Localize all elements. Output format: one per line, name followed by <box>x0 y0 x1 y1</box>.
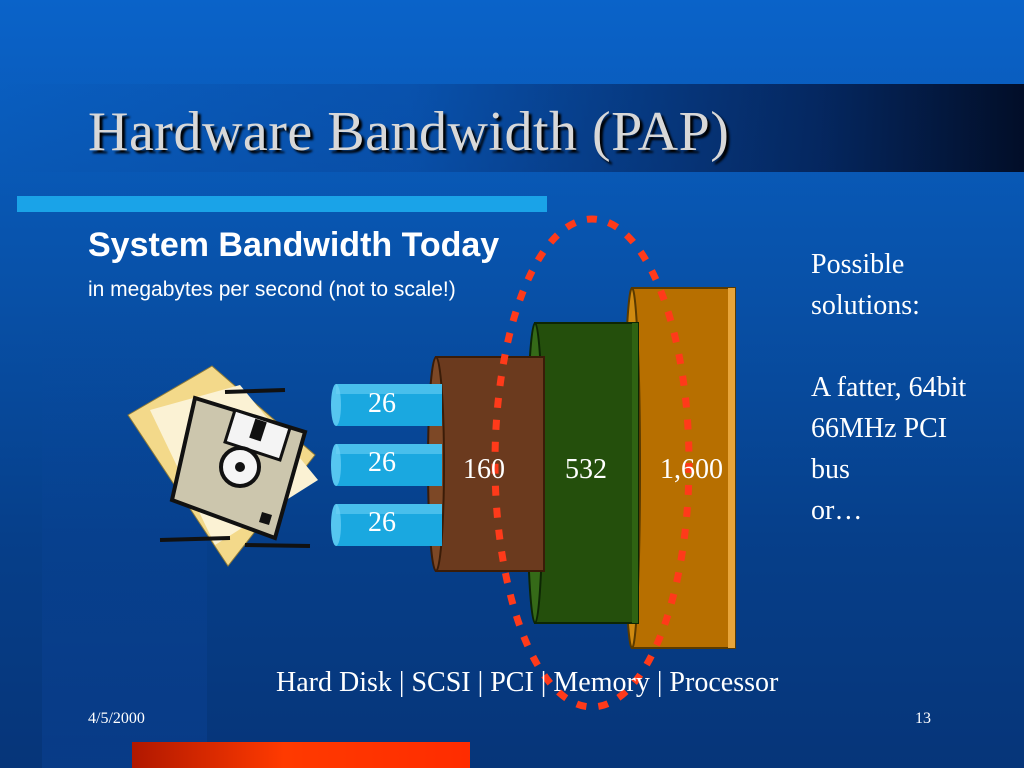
page-number: 13 <box>915 710 931 727</box>
memory-value: 1,600 <box>660 454 723 485</box>
title-band <box>0 84 1024 172</box>
footer-accent-bar <box>132 742 470 768</box>
floppy-disk-icon <box>127 365 318 567</box>
disk-value-3: 26 <box>368 507 396 538</box>
scsi-value: 160 <box>463 454 505 485</box>
solutions-line <box>811 326 1021 367</box>
solutions-line: bus <box>811 454 850 485</box>
left-decor-strip <box>42 300 207 768</box>
solutions-line: or… <box>811 495 863 526</box>
disk-value-2: 26 <box>368 447 396 478</box>
solutions-line: A fatter, 64bit <box>811 372 967 403</box>
solutions-line: solutions: <box>811 290 920 321</box>
subheading: System Bandwidth Today <box>88 226 500 264</box>
disk-tube-3 <box>331 504 442 546</box>
solutions-line: 66MHz PCI <box>811 413 948 444</box>
disk-tube-1 <box>331 384 442 426</box>
footer-date: 4/5/2000 <box>88 710 145 727</box>
slide-title: Hardware Bandwidth (PAP) <box>88 101 730 163</box>
diagram-caption: Hard Disk | SCSI | PCI | Memory | Proces… <box>276 667 779 698</box>
disk-value-1: 26 <box>368 388 396 419</box>
subnote: in megabytes per second (not to scale!) <box>88 278 456 301</box>
highlight-ellipse <box>491 215 693 711</box>
disk-tube-2 <box>331 444 442 486</box>
pci-value: 532 <box>565 454 607 485</box>
solutions-text: Possible solutions: A fatter, 64bit 66MH… <box>811 244 1021 531</box>
solutions-line: Possible <box>811 249 905 280</box>
title-underline <box>17 196 547 212</box>
